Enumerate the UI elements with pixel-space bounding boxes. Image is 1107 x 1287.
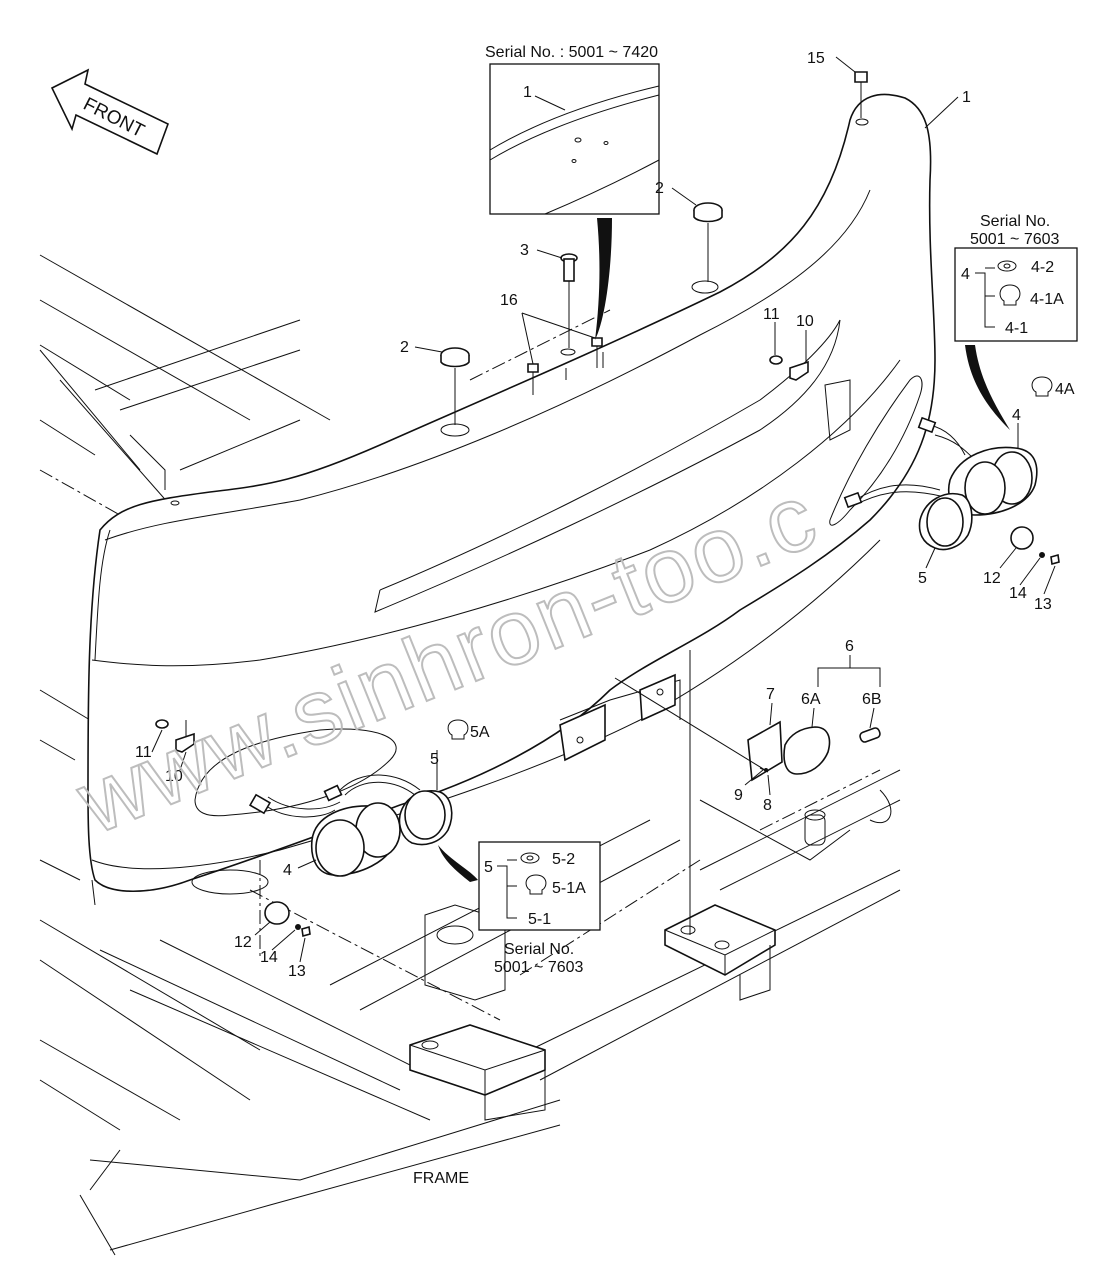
callout-6: 6 xyxy=(845,638,854,655)
callout-9: 9 xyxy=(734,787,743,804)
callout-16: 16 xyxy=(500,292,518,309)
callout-5A: 5A xyxy=(470,724,490,741)
inset-top-part: 1 xyxy=(523,84,532,101)
inset-top: Serial No. : 5001 ~ 7420 1 xyxy=(485,44,660,215)
callout-8: 8 xyxy=(763,797,772,814)
callout-14-left: 14 xyxy=(260,949,278,966)
inset-right-group: 4 xyxy=(961,266,970,283)
frame-label: FRAME xyxy=(413,1170,469,1187)
inset-bottom-serial-1: Serial No. xyxy=(504,941,574,958)
washer-icon xyxy=(997,260,1017,272)
pointer-band-bottom xyxy=(438,845,478,882)
callout-10-left: 10 xyxy=(165,768,183,785)
inset-right-serial-1: Serial No. xyxy=(980,213,1050,230)
callout-15: 15 xyxy=(807,50,825,67)
inset-bottom-serial-2: 5001 ~ 7603 xyxy=(494,959,584,976)
inset-right-item-3: 4-1 xyxy=(1005,320,1028,337)
callout-4A: 4A xyxy=(1055,381,1075,398)
inset-bottom-group: 5 xyxy=(484,859,493,876)
inset-bottom-item-2: 5-1A xyxy=(552,880,586,897)
callout-6B: 6B xyxy=(862,691,882,708)
callout-13-right: 13 xyxy=(1034,596,1052,613)
inset-right-serial-2: 5001 ~ 7603 xyxy=(970,231,1060,248)
inset-bottom-item-3: 5-1 xyxy=(528,911,551,928)
rear-lamp-right xyxy=(843,416,1060,566)
counterweight xyxy=(87,93,936,906)
bulb-icon xyxy=(525,874,547,895)
callout-4-right: 4 xyxy=(1012,407,1021,424)
callout-1: 1 xyxy=(962,89,971,106)
callout-12-left: 12 xyxy=(234,934,252,951)
leader-lines xyxy=(151,56,1056,963)
callout-7: 7 xyxy=(766,686,775,703)
inset-right: Serial No. 5001 ~ 7603 4 4-2 4-1A 4-1 xyxy=(954,213,1078,342)
callout-14-right: 14 xyxy=(1009,585,1027,602)
pointer-band-right xyxy=(965,345,1010,430)
bulb-icon xyxy=(447,719,469,740)
pointer-band-top xyxy=(595,218,612,340)
inset-right-item-1: 4-2 xyxy=(1031,259,1054,276)
callouts: 15 1 2 2 3 16 11 10 4A 4 5 12 14 13 6 6A… xyxy=(135,50,1075,980)
inset-right-item-2: 4-1A xyxy=(1030,291,1064,308)
front-direction-arrow: FRONT xyxy=(50,68,170,156)
callout-5-right: 5 xyxy=(918,570,927,587)
bulb-icon xyxy=(1031,376,1053,397)
callout-2-left: 2 xyxy=(400,339,409,356)
frame-structure xyxy=(39,254,901,1256)
callout-12-right: 12 xyxy=(983,570,1001,587)
top-hardware xyxy=(155,71,868,753)
callout-11-right: 11 xyxy=(763,306,780,323)
inset-bottom: 5 5-2 5-1A 5-1 Serial No. 5001 ~ 7603 xyxy=(478,841,601,976)
callout-2-right: 2 xyxy=(655,180,664,197)
callout-6A: 6A xyxy=(801,691,821,708)
callout-13-left: 13 xyxy=(288,963,306,980)
callout-5-left: 5 xyxy=(430,751,439,768)
callout-10-right: 10 xyxy=(796,313,814,330)
callout-11-left: 11 xyxy=(135,744,152,761)
inset-bottom-item-1: 5-2 xyxy=(552,851,575,868)
callout-4-left: 4 xyxy=(283,862,292,879)
washer-icon xyxy=(520,852,540,864)
license-lamp xyxy=(747,720,881,782)
bulb-icon xyxy=(999,284,1021,306)
rear-lamp-left xyxy=(248,774,453,938)
inset-top-serial: Serial No. : 5001 ~ 7420 xyxy=(485,44,658,61)
callout-3: 3 xyxy=(520,242,529,259)
